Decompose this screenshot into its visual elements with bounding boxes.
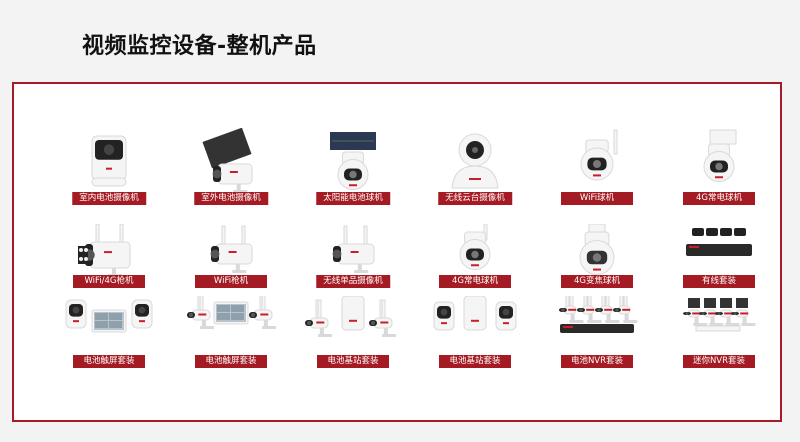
product-label: 电池NVR套装 [561, 355, 633, 368]
product-item: 室内电池摄像机 [48, 128, 170, 218]
product-label: 室外电池摄像机 [194, 192, 268, 205]
product-label: 电池基站套装 [317, 355, 389, 368]
product-item: 迷你NVR套装 [658, 296, 780, 386]
product-label: 4G常电球机 [683, 192, 755, 205]
wireless-ptz-camera-icon [414, 128, 536, 198]
product-item: 电池基站套装 [292, 295, 414, 386]
product-item: WiFi/4G枪机 [48, 223, 170, 314]
battery-nvr-kit-icon [536, 287, 658, 366]
product-item: 无线单品摄像机 [292, 224, 414, 314]
page-title: 视频监控设备-整机产品 [82, 34, 317, 59]
product-label: 电池触屏套装 [73, 355, 145, 368]
product-label: WiFi/4G枪机 [73, 275, 145, 288]
product-label: WiFi球机 [561, 192, 633, 205]
product-label: 太阳能电池球机 [316, 192, 390, 205]
product-label: 无线单品摄像机 [316, 275, 390, 288]
wifi-dome-camera-icon [536, 128, 658, 198]
battery-touchscreen-kit-2-icon [170, 291, 292, 366]
product-item: 电池基站套装 [414, 295, 536, 386]
product-label: 有线套装 [683, 275, 755, 288]
product-grid: 室内电池摄像机 室外电池摄像机 太阳能电池球机 无线云台摄像机 WiFi球机 4G常电球机… [14, 84, 780, 420]
4g-zoom-speed-dome-icon [536, 223, 658, 294]
wifi-bullet-camera-icon [170, 224, 292, 294]
product-label: 电池基站套装 [439, 355, 511, 368]
product-item: 无线云台摄像机 [414, 128, 536, 218]
product-label: 迷你NVR套装 [683, 355, 755, 368]
product-frame: 室内电池摄像机 室外电池摄像机 太阳能电池球机 无线云台摄像机 WiFi球机 4G常电球机… [12, 82, 782, 422]
4g-dome-camera-icon [658, 128, 780, 198]
mini-nvr-kit-icon [658, 296, 780, 366]
product-item: 电池触屏套装 [170, 291, 292, 386]
product-label: 4G变焦球机 [561, 275, 633, 288]
product-label: 室内电池摄像机 [72, 192, 146, 205]
solar-dome-camera-icon [292, 128, 414, 198]
product-label: 无线云台摄像机 [438, 192, 512, 205]
wired-kit-icon [658, 224, 780, 294]
outdoor-battery-solar-camera-icon [170, 127, 292, 198]
product-item: 室外电池摄像机 [170, 127, 292, 218]
product-label: 4G常电球机 [439, 275, 511, 288]
product-item: WiFi枪机 [170, 224, 292, 314]
indoor-battery-camera-icon [48, 128, 170, 198]
product-item: 电池触屏套装 [48, 296, 170, 386]
product-item: WiFi球机 [536, 128, 658, 218]
battery-touchscreen-kit-icon [48, 296, 170, 366]
product-item: 有线套装 [658, 224, 780, 314]
product-label: 电池触屏套装 [195, 355, 267, 368]
4g-small-dome-camera-icon [414, 223, 536, 294]
product-item: 4G常电球机 [658, 128, 780, 218]
battery-basestation-kit-icon [292, 295, 414, 366]
wireless-bullet-camera-icon [292, 224, 414, 294]
product-item: 4G常电球机 [414, 223, 536, 314]
product-item: 电池NVR套装 [536, 287, 658, 386]
product-label: WiFi枪机 [195, 275, 267, 288]
product-item: 4G变焦球机 [536, 223, 658, 314]
product-item: 太阳能电池球机 [292, 128, 414, 218]
battery-basestation-kit-2-icon [414, 295, 536, 366]
